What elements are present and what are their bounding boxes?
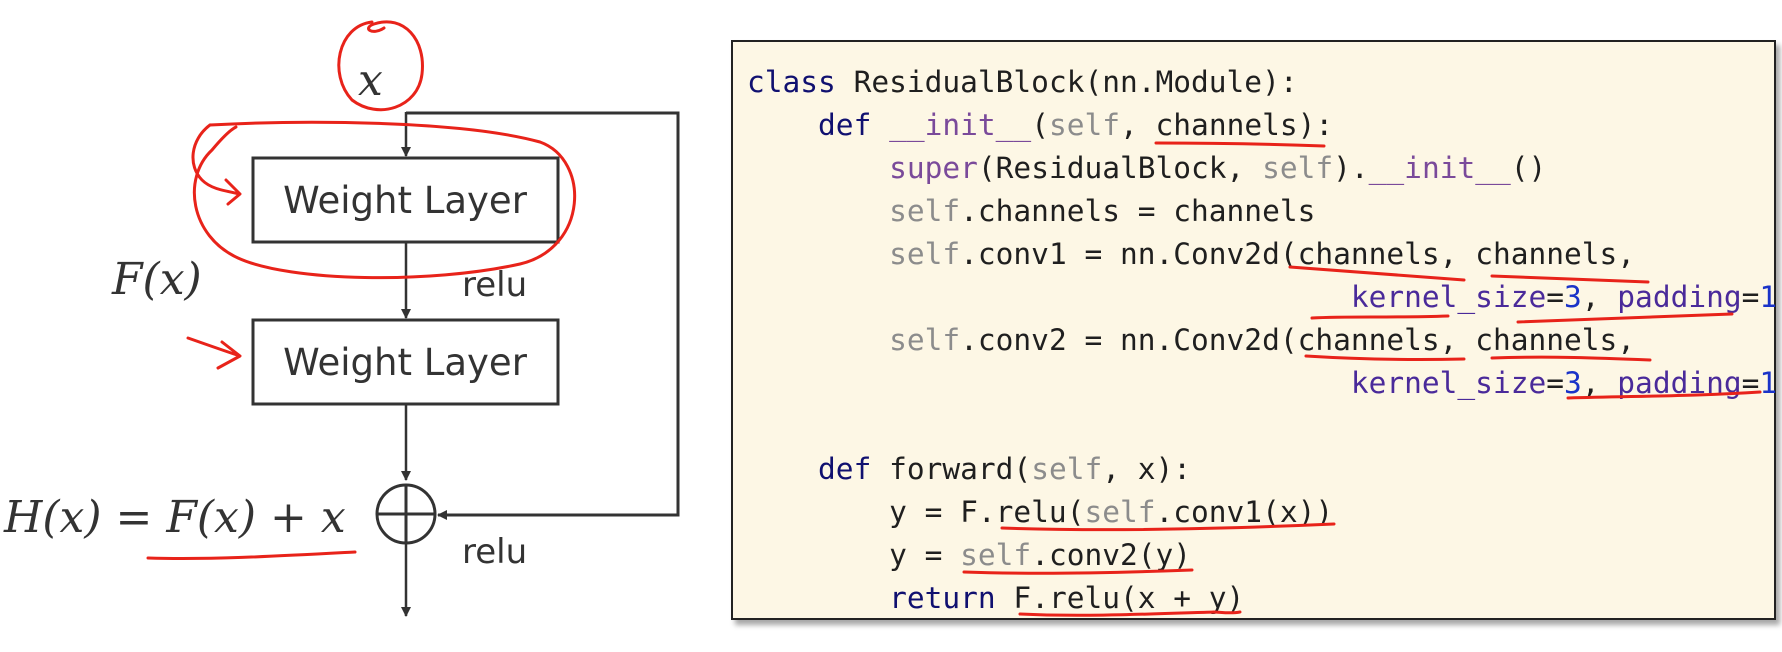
code-line: y = F.relu(self.conv1(x)) xyxy=(747,491,1774,534)
code-token: y = F.relu( xyxy=(747,495,1085,529)
code-token: super xyxy=(889,151,978,185)
weight-layer-box-2 xyxy=(251,318,560,406)
residual-block-diagram: x Weight Layer relu Weight Layer relu F(… xyxy=(3,55,680,617)
code-token: .conv2 = nn.Conv2d(channels, channels, xyxy=(960,323,1636,357)
code-token xyxy=(871,108,889,142)
code-token: def xyxy=(818,108,872,142)
code-token: forward( xyxy=(871,452,1032,486)
code-token: () xyxy=(1510,151,1547,185)
code-token: .channels = channels xyxy=(960,194,1316,228)
hx-equation-label: H(x) = F(x) + x xyxy=(3,492,346,543)
code-token: ). xyxy=(1333,151,1369,185)
code-token: 1 xyxy=(1759,280,1778,314)
code-token: , xyxy=(1581,366,1618,400)
code-token: = xyxy=(1546,366,1564,400)
code-token: .conv2(y) xyxy=(1031,538,1192,572)
code-token: 3 xyxy=(1564,280,1582,314)
python-code-block: class ResidualBlock(nn.Module): def __in… xyxy=(747,61,1782,620)
code-token: self xyxy=(1031,452,1103,486)
code-token: F.relu(x + y) xyxy=(995,581,1245,615)
code-line: self.conv2 = nn.Conv2d(channels, channel… xyxy=(747,319,1774,362)
code-token: ( xyxy=(1031,108,1049,142)
code-token: self xyxy=(1048,108,1121,142)
code-token: ) xyxy=(1777,280,1782,314)
code-line: super(ResidualBlock, self).__init__() xyxy=(747,147,1774,190)
input-x-label: x xyxy=(358,55,383,106)
relu-label-1: relu xyxy=(462,265,527,305)
code-token: ResidualBlock(nn.Module): xyxy=(835,65,1298,99)
code-token: __init__ xyxy=(1368,151,1511,185)
code-panel: class ResidualBlock(nn.Module): def __in… xyxy=(731,40,1782,620)
code-token: class xyxy=(747,65,836,99)
code-token: padding xyxy=(1617,280,1742,314)
code-token: self xyxy=(1084,495,1156,529)
fx-label: F(x) xyxy=(111,254,202,305)
code-line: def forward(self, x): xyxy=(747,448,1774,491)
code-token: self xyxy=(889,323,961,357)
code-token xyxy=(747,151,889,185)
code-token: , channels): xyxy=(1120,108,1334,142)
code-line: y = self.conv2(y) xyxy=(747,534,1774,577)
code-line xyxy=(747,405,1774,448)
relu-label-2: relu xyxy=(462,532,527,572)
code-token: def xyxy=(818,452,872,486)
weight-layer-1-label: Weight Layer xyxy=(283,179,528,222)
code-token: 1 xyxy=(1759,366,1778,400)
code-token xyxy=(747,323,889,357)
code-token: padding xyxy=(1617,366,1742,400)
code-token: self xyxy=(889,194,961,228)
code-line: self.conv1 = nn.Conv2d(channels, channel… xyxy=(747,233,1774,276)
code-line: kernel_size=3, padding=1) xyxy=(747,276,1782,319)
code-token: kernel_size xyxy=(1350,366,1547,400)
code-token xyxy=(747,280,1351,314)
code-token: 3 xyxy=(1564,366,1582,400)
code-token: , x): xyxy=(1102,452,1192,486)
code-token: return xyxy=(889,581,996,615)
code-token: self xyxy=(1262,151,1334,185)
code-token: ) xyxy=(1777,366,1782,400)
code-token xyxy=(747,237,889,271)
skip-connection-line xyxy=(406,111,680,520)
code-line: class ResidualBlock(nn.Module): xyxy=(747,61,1774,104)
code-token: .conv1 = nn.Conv2d(channels, channels, xyxy=(960,237,1636,271)
code-line: def __init__(self, channels): xyxy=(747,104,1774,147)
code-token: self xyxy=(889,237,961,271)
code-token: y = xyxy=(747,538,961,572)
weight-layer-2-label: Weight Layer xyxy=(283,341,528,384)
code-line: kernel_size=3, padding=1) xyxy=(747,362,1782,405)
code-token xyxy=(747,366,1351,400)
code-token xyxy=(747,194,889,228)
code-token: __init__ xyxy=(889,108,1032,142)
code-token: .conv1(x)) xyxy=(1155,495,1334,529)
code-line: self.channels = channels xyxy=(747,190,1774,233)
code-token xyxy=(747,108,818,142)
code-token xyxy=(747,581,889,615)
code-token xyxy=(747,452,818,486)
code-token: (ResidualBlock, xyxy=(977,151,1263,185)
sum-node xyxy=(375,483,437,545)
code-token: self xyxy=(960,538,1032,572)
code-token: = xyxy=(1741,280,1760,314)
code-token: = xyxy=(1546,280,1564,314)
code-token: , xyxy=(1581,280,1618,314)
code-token: = xyxy=(1741,366,1760,400)
code-token: kernel_size xyxy=(1350,280,1547,314)
code-line: return F.relu(x + y) xyxy=(747,577,1774,620)
